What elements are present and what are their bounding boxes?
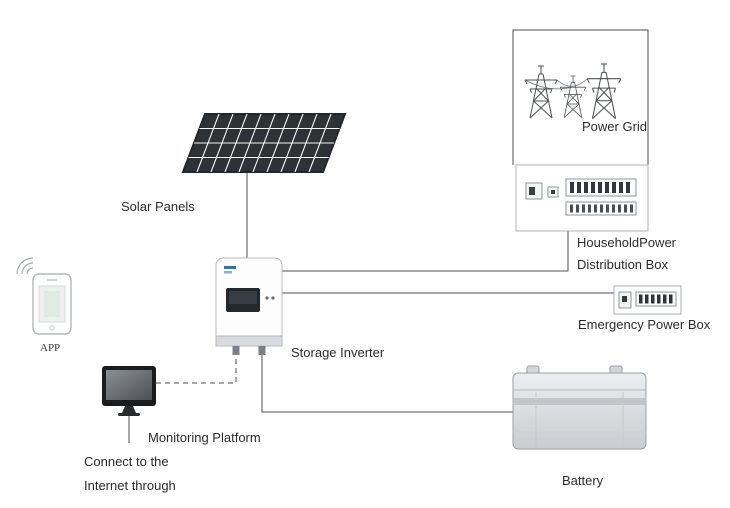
internet-note-line1: Connect to the [84, 454, 169, 469]
distribution-box-label-line2: Distribution Box [577, 257, 669, 272]
monitor-screen [106, 370, 152, 400]
phone-home-button [49, 325, 55, 331]
connection-inverter-battery [261, 346, 513, 413]
monitor-icon [102, 366, 156, 416]
distribution-box-label-line1: HouseholdPower [577, 235, 677, 250]
internet-note-line2: Internet through [84, 478, 176, 493]
inverter-logo [224, 266, 236, 269]
wifi-icon [16, 257, 34, 275]
emergency-box-label: Emergency Power Box [578, 317, 711, 332]
distribution-box-icon [515, 164, 649, 232]
inverter-icon [215, 257, 283, 355]
inverter-base-strip [215, 335, 283, 347]
monitoring-platform-label: Monitoring Platform [148, 430, 261, 445]
connection-distribution-inverter [282, 231, 569, 272]
connection-grid-distribution [512, 29, 649, 165]
connection-inverter-monitor-dashed [156, 346, 237, 384]
solar-grid-lines [188, 113, 340, 173]
phone-screen-content [44, 291, 60, 317]
solar-panels-label: Solar Panels [121, 199, 195, 214]
power-grid-label: Power Grid [582, 119, 648, 134]
power-grid-icon [524, 63, 622, 120]
power-lines [524, 78, 588, 90]
app-label: APP [40, 342, 61, 354]
solar-panels-icon [181, 113, 347, 173]
phone-icon [32, 273, 72, 335]
emergency-box-icon [613, 285, 682, 315]
wiring [128, 29, 649, 443]
battery-icon [512, 365, 647, 450]
inverter-gland-right [258, 346, 266, 355]
battery-label: Battery [562, 473, 604, 488]
storage-inverter-label: Storage Inverter [291, 345, 385, 360]
inverter-gland-left [232, 346, 240, 355]
